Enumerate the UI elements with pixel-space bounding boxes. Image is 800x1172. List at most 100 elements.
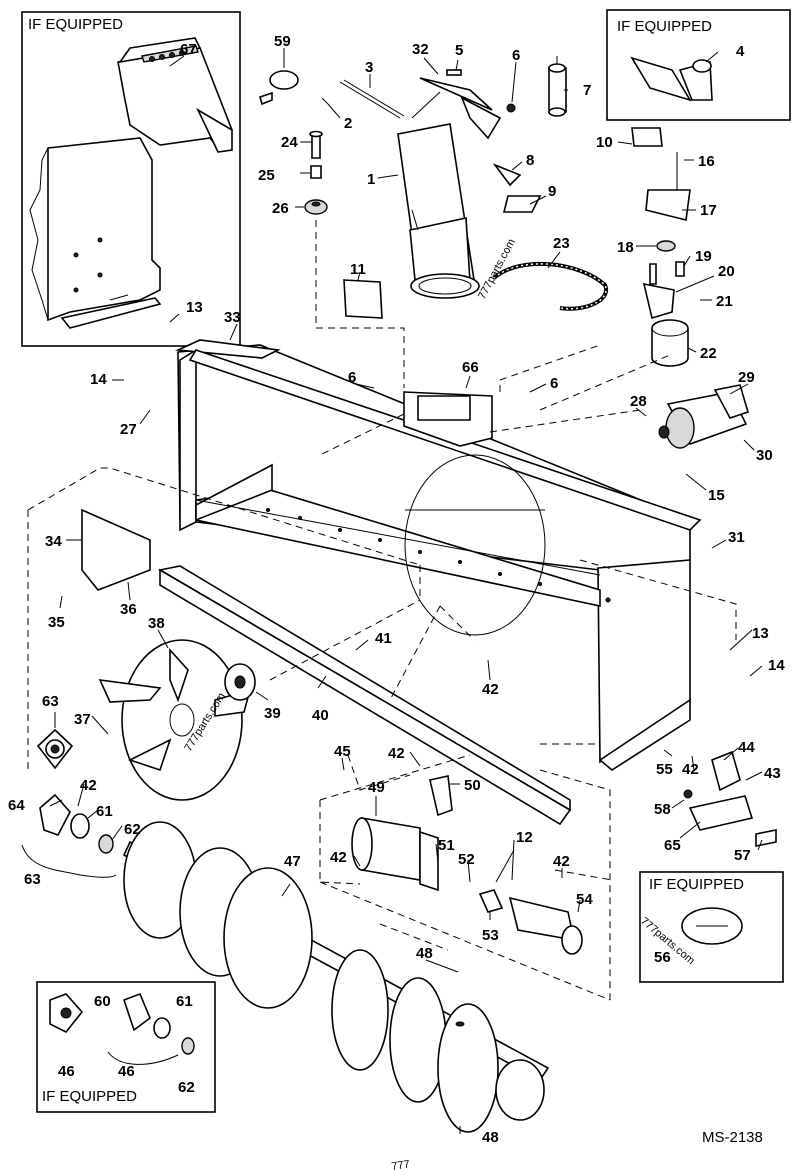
callout-48: 48 <box>482 1129 499 1146</box>
callout-60: 60 <box>94 993 111 1010</box>
callout-47: 47 <box>284 853 301 870</box>
inset-label-bottom-left: IF EQUIPPED <box>42 1088 137 1105</box>
callout-41: 41 <box>375 630 392 647</box>
callout-6: 6 <box>512 47 520 64</box>
callout-52: 52 <box>458 851 475 868</box>
callout-18: 18 <box>617 239 634 256</box>
callout-14: 14 <box>768 657 785 674</box>
callout-28: 28 <box>630 393 647 410</box>
callout-32: 32 <box>412 41 429 58</box>
inset-label-top-left: IF EQUIPPED <box>28 16 123 33</box>
callout-61: 61 <box>96 803 113 820</box>
callout-42: 42 <box>388 745 405 762</box>
coupler-53 <box>478 889 504 913</box>
callout-26: 26 <box>272 200 289 217</box>
callout-46: 46 <box>118 1063 135 1080</box>
callout-34: 34 <box>45 533 62 550</box>
bolt-stack-24-26 <box>304 130 328 215</box>
motor-mount-hardware <box>631 127 691 367</box>
callout-50: 50 <box>464 777 481 794</box>
callout-61: 61 <box>176 993 193 1010</box>
callout-13: 13 <box>752 625 769 642</box>
callout-13: 13 <box>186 299 203 316</box>
callout-57: 57 <box>734 847 751 864</box>
callout-7: 7 <box>583 82 591 99</box>
callout-20: 20 <box>718 263 735 280</box>
inset-box-top-left <box>21 11 241 347</box>
callout-49: 49 <box>368 779 385 796</box>
deflector-panel-inset <box>29 137 162 329</box>
callout-11: 11 <box>350 261 366 278</box>
inset-label-bottom-right: IF EQUIPPED <box>649 876 744 893</box>
callout-42: 42 <box>553 853 570 870</box>
callout-39: 39 <box>264 705 281 722</box>
chute-deflector-32 <box>411 77 502 140</box>
auger-motor-54 <box>508 896 583 955</box>
impeller-38 <box>98 639 252 801</box>
callout-64: 64 <box>8 797 25 814</box>
callout-15: 15 <box>708 487 725 504</box>
rod-3-and-pin-2 <box>321 79 405 119</box>
cutting-edge-40 <box>157 565 572 826</box>
callout-58: 58 <box>654 801 671 818</box>
callout-62: 62 <box>178 1079 195 1096</box>
right-side-hardware <box>683 750 777 847</box>
callout-45: 45 <box>334 743 351 760</box>
hydraulic-motor-29 <box>658 384 749 449</box>
callout-59: 59 <box>274 33 291 50</box>
callout-42: 42 <box>330 849 347 866</box>
callout-62: 62 <box>124 821 141 838</box>
callout-42: 42 <box>482 681 499 698</box>
callout-67: 67 <box>180 41 197 58</box>
callout-16: 16 <box>698 153 715 170</box>
callout-2: 2 <box>344 115 352 132</box>
callout-46: 46 <box>58 1063 75 1080</box>
chute-bracket-67 <box>117 37 233 153</box>
inset-box-bottom-left <box>36 981 216 1113</box>
callout-1: 1 <box>367 171 375 188</box>
callout-37: 37 <box>74 711 91 728</box>
callout-14: 14 <box>90 371 107 388</box>
small-hardware-top <box>259 56 567 213</box>
bottom-left-inset-parts <box>49 992 195 1065</box>
auger-47 <box>122 821 550 1133</box>
front-panel-34 <box>81 508 151 591</box>
callout-38: 38 <box>148 615 165 632</box>
callout-35: 35 <box>48 614 65 631</box>
watermark-4: 777 <box>391 1159 411 1172</box>
callout-56: 56 <box>654 949 671 966</box>
callout-5: 5 <box>455 42 463 59</box>
callout-54: 54 <box>576 891 593 908</box>
callout-31: 31 <box>728 529 745 546</box>
inset-box-top-right <box>606 9 791 121</box>
callout-6: 6 <box>550 375 558 392</box>
callout-23: 23 <box>553 235 570 252</box>
callout-12: 12 <box>516 829 533 846</box>
callout-53: 53 <box>482 927 499 944</box>
callout-44: 44 <box>738 739 755 756</box>
hub-39 <box>224 663 256 701</box>
part-56-inset <box>681 907 743 945</box>
callout-10: 10 <box>596 134 613 151</box>
callout-55: 55 <box>656 761 673 778</box>
callout-25: 25 <box>258 167 275 184</box>
callout-63: 63 <box>42 693 59 710</box>
callout-22: 22 <box>700 345 717 362</box>
callout-63: 63 <box>24 871 41 888</box>
callout-33: 33 <box>224 309 241 326</box>
callout-29: 29 <box>738 369 755 386</box>
callouts: 1 2 3 4 5 6 6 6 7 8 9 10 11 12 13 13 14 … <box>8 33 785 1146</box>
callout-36: 36 <box>120 601 137 618</box>
callout-3: 3 <box>365 59 373 76</box>
part-4-inset <box>630 56 713 102</box>
callout-27: 27 <box>120 421 137 438</box>
callout-8: 8 <box>526 152 534 169</box>
snowblower-housing-33 <box>174 339 702 771</box>
callout-65: 65 <box>664 837 681 854</box>
discharge-chute-1 <box>397 123 480 299</box>
bracket-50 <box>429 775 453 817</box>
leader-lines <box>49 48 763 1134</box>
callout-6: 6 <box>348 369 356 386</box>
callout-43: 43 <box>764 765 781 782</box>
